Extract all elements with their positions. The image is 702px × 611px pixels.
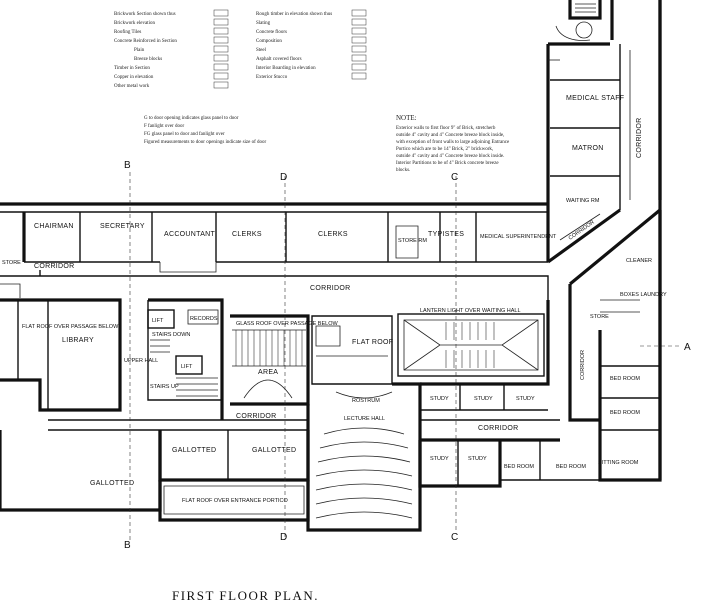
- room-label: SECRETARY: [100, 223, 145, 230]
- room-label: SITTING ROOM: [598, 460, 639, 466]
- legend-item: Steel: [256, 48, 267, 53]
- section-mark-b-bottom: B: [124, 540, 131, 551]
- room-label: STUDY: [516, 396, 535, 402]
- note-line: with exception of front walls to large a…: [396, 140, 510, 145]
- room-label: BED ROOM: [610, 376, 640, 382]
- room-label: BED ROOM: [610, 410, 640, 416]
- room-label: BED ROOM: [504, 464, 534, 470]
- door-key-item: Figured measurements to door openings in…: [144, 140, 267, 145]
- room-label: CLEANER: [626, 258, 652, 264]
- room-label: STUDY: [474, 396, 493, 402]
- room-label: TYPISTES: [428, 231, 464, 238]
- room-label: WAITING RM: [566, 198, 600, 204]
- door-key-item: FG glass panel to door and fanlight over: [144, 132, 225, 137]
- room-label: STAIRS DOWN: [152, 332, 190, 338]
- note-line: blocks.: [396, 168, 410, 173]
- room-label: FLAT ROOF OVER PASSAGE BELOW: [22, 324, 119, 330]
- legend-item: Other metal work: [114, 84, 150, 89]
- section-mark-d: D: [280, 172, 287, 183]
- room-label: BOXES LAUNDRY: [620, 292, 667, 298]
- central-block: [147, 298, 224, 420]
- legend-item: Asphalt covered floors: [256, 57, 302, 62]
- room-label: LANTERN LIGHT OVER WAITING HALL: [420, 308, 521, 314]
- room-label: RECORDS: [190, 316, 218, 322]
- legend-item: Roofing Tiles: [114, 30, 141, 35]
- section-mark-c: C: [451, 172, 458, 183]
- lecture-hall: [306, 382, 422, 532]
- room-label: CORRIDOR: [580, 350, 586, 380]
- note-line: Portico which are to be 14" Brick, 2" br…: [396, 147, 493, 152]
- legend-item: Concrete Reinforced in Section: [114, 39, 177, 44]
- note-line: Interior Partitions to be of 4" Brick co…: [396, 161, 499, 166]
- room-label: MEDICAL STAFF: [566, 95, 624, 102]
- legend-item: Rough timber in elevation shown thus: [256, 12, 332, 17]
- legend-item: Plain: [134, 48, 145, 53]
- room-label: CORRIDOR: [34, 263, 75, 270]
- legend-item: Copper in elevation: [114, 75, 154, 80]
- section-mark-b: B: [124, 160, 131, 171]
- section-mark-c-bottom: C: [451, 532, 458, 543]
- legend-item: Breeze blocks: [134, 57, 162, 62]
- room-label: GALLOTTED: [172, 447, 216, 454]
- legend-item: Interior Boarding in elevation: [256, 66, 316, 71]
- room-label: CORRIDOR: [236, 413, 277, 420]
- legend-item: Brickwork Section shown thus: [114, 12, 176, 17]
- flat-roof-block: [311, 315, 393, 385]
- corridor-wall: [0, 270, 549, 300]
- room-label: GALLOTTED: [252, 447, 296, 454]
- legend-item: Composition: [256, 39, 282, 44]
- room-label: UPPER HALL: [124, 358, 158, 364]
- room-label: STORE: [2, 260, 21, 266]
- room-label: STUDY: [430, 396, 449, 402]
- room-label: LIBRARY: [62, 337, 94, 344]
- room-label: BED ROOM: [556, 464, 586, 470]
- section-mark-d-bottom: D: [280, 532, 287, 543]
- room-label: CLERKS: [318, 231, 348, 238]
- area-block: [230, 314, 310, 406]
- note-line: outside 4" cavity and 4" Concrete breeze…: [396, 154, 504, 159]
- room-label: MEDICAL SUPERINTENDENT: [480, 234, 557, 240]
- legend-item: Brickwork elevation: [114, 21, 155, 26]
- right-wing-offices: [548, 44, 631, 210]
- lantern-light: [397, 313, 545, 377]
- room-label: AREA: [258, 369, 278, 376]
- legend-item: Slating: [256, 21, 271, 26]
- legend-item: Concrete floors: [256, 30, 287, 35]
- room-label: LECTURE HALL: [344, 416, 385, 422]
- door-key-item: F fanlight over door: [144, 124, 184, 129]
- gallotted-block: [0, 430, 310, 522]
- lower-corridor-wall: [48, 419, 308, 431]
- note-line: Exterior walls to first floor 9" of Bric…: [396, 126, 496, 131]
- room-label: CORRIDOR: [636, 117, 643, 158]
- room-label: GLASS ROOF OVER PASSAGE BELOW: [236, 321, 338, 327]
- room-label: STUDY: [468, 456, 487, 462]
- section-mark-a: A: [684, 342, 691, 353]
- room-label: FLAT ROOF OVER ENTRANCE PORTICO: [182, 498, 288, 504]
- diagonal-link: [547, 208, 662, 286]
- office-strip: [0, 200, 550, 273]
- room-label: CORRIDOR: [310, 285, 351, 292]
- left-wing: [0, 283, 122, 412]
- room-label: CORRIDOR: [478, 425, 519, 432]
- room-label: FLAT ROOF: [352, 339, 393, 346]
- room-label: CLERKS: [232, 231, 262, 238]
- room-label: STORE: [590, 314, 609, 320]
- room-label: STUDY: [430, 456, 449, 462]
- legend-item: Exterior Stucco: [256, 75, 288, 80]
- legend-item: Timber in Section: [114, 66, 150, 71]
- room-label: CHAIRMAN: [34, 223, 74, 230]
- door-key-item: G to door opening indicates glass panel …: [144, 116, 239, 121]
- room-label: GALLOTTED: [90, 480, 134, 487]
- plan-title: FIRST FLOOR PLAN.: [172, 588, 319, 603]
- room-label: LIFT: [152, 318, 164, 324]
- note-line: outside 4" cavity and 4" Concrete breeze…: [396, 133, 504, 138]
- room-label: ROSTRUM: [352, 398, 380, 404]
- room-label: STAIRS UP: [150, 384, 179, 390]
- room-label: LIFT: [181, 364, 193, 370]
- room-label: MATRON: [572, 145, 604, 152]
- room-label: ACCOUNTANT: [164, 231, 216, 238]
- note-heading: NOTE:: [396, 114, 417, 122]
- room-label: STORE RM: [398, 238, 427, 244]
